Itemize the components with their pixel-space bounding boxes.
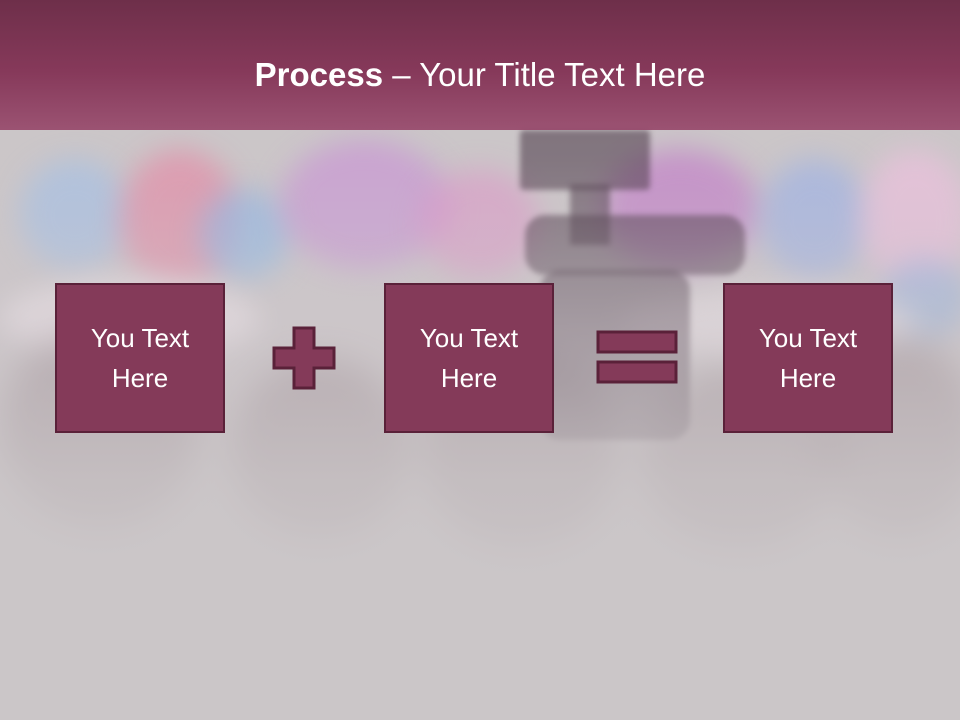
title-bold: Process [254, 56, 384, 93]
process-box-3-text: You Text Here [758, 323, 858, 393]
title-band [0, 0, 960, 130]
title-rest: Your Title Text Here [419, 56, 706, 93]
equals-icon [596, 330, 678, 384]
process-box-3[interactable]: You Text Here [723, 283, 893, 433]
process-box-1[interactable]: You Text Here [55, 283, 225, 433]
process-box-2-text: You Text Here [419, 323, 519, 393]
plus-icon [272, 326, 336, 390]
title-separator: – [383, 56, 420, 93]
slide-title: Process – Your Title Text Here [0, 52, 960, 98]
process-box-1-text: You Text Here [90, 323, 190, 393]
process-box-2[interactable]: You Text Here [384, 283, 554, 433]
